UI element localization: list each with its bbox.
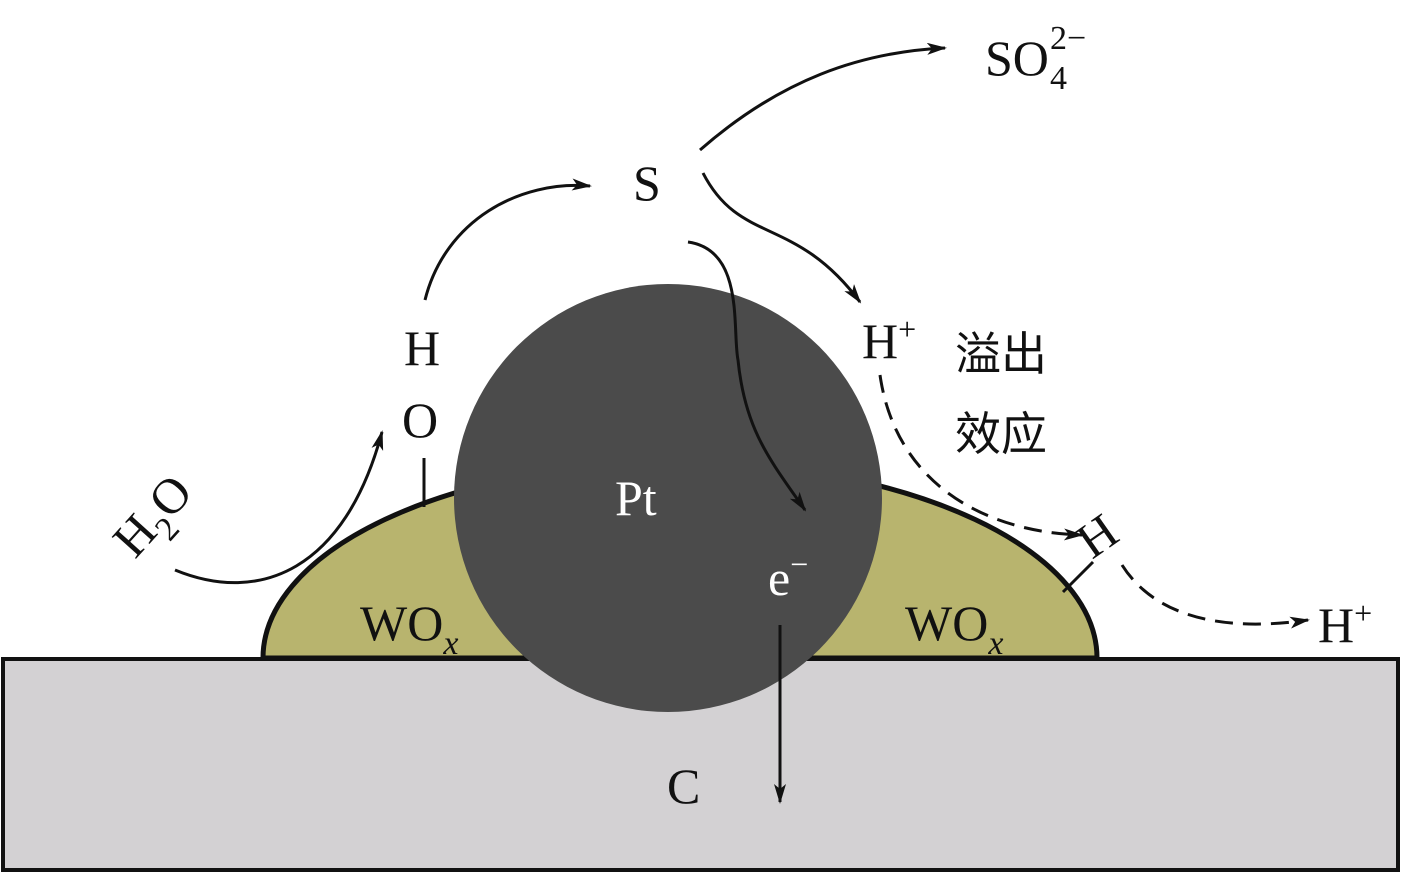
pt-particle: [454, 284, 882, 712]
wox-left-label: WOx: [360, 595, 458, 662]
s-label: S: [633, 155, 661, 211]
arrow-h-to-hplus: [1120, 564, 1310, 629]
pt-label: Pt: [615, 470, 657, 526]
spillover-label-2: 效应: [955, 407, 1047, 461]
arrow-s-to-hplus: [701, 172, 862, 304]
hplus-mid-label: H+: [862, 311, 916, 369]
arrow-s-to-electron: [687, 240, 807, 512]
arrow-s-to-so4: [699, 42, 947, 152]
wox-right-label: WOx: [905, 595, 1003, 662]
hplus-right-label: H+: [1318, 595, 1372, 653]
electron-label: e−: [768, 546, 808, 606]
spillover-label-1: 溢出: [955, 327, 1047, 381]
arrow-h2o-to-o: [174, 430, 384, 584]
h-top-label: H: [404, 320, 440, 376]
arrow-h-to-s: [423, 178, 592, 301]
h-bond: [1061, 560, 1095, 594]
arrow-spillover-hplus-to-h: [878, 374, 1084, 541]
o-label: O: [402, 392, 438, 448]
so4-label: SO42−: [985, 20, 1086, 97]
h2o-label: H2O: [102, 464, 211, 575]
h-adsorbed-label: H: [1066, 502, 1128, 569]
carbon-label: C: [667, 758, 700, 814]
